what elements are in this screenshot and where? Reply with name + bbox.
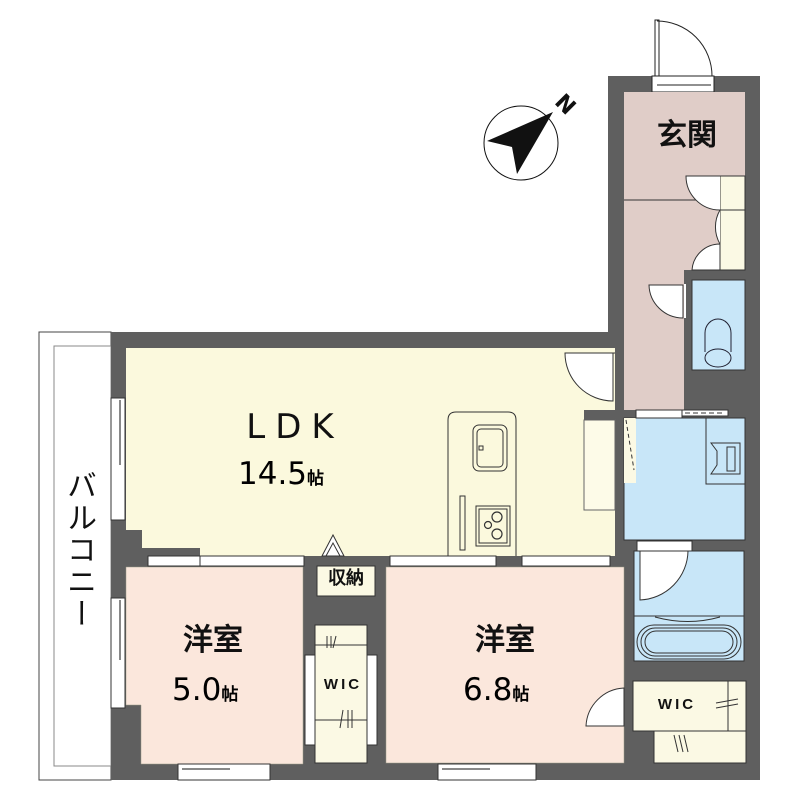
sink-icon	[472, 424, 508, 472]
ldk-size: 14.5	[238, 456, 308, 492]
western-2-unit: 帖	[512, 685, 530, 705]
bathroom	[633, 540, 745, 662]
room-label-balcony: バルコニー	[61, 470, 96, 630]
toilet-room	[648, 279, 746, 371]
western-1-size: 5.0	[172, 672, 222, 708]
room-label-wic-center: WIC	[323, 676, 363, 693]
wic-center	[304, 624, 378, 764]
washroom	[623, 409, 746, 541]
toilet-icon	[704, 318, 732, 352]
washbasin-icon	[705, 417, 746, 485]
western-room-1	[125, 555, 305, 765]
storage-closet	[316, 533, 376, 597]
balcony	[38, 331, 112, 781]
kitchen-counter	[447, 411, 517, 556]
western-room-2	[385, 555, 625, 764]
windows-left	[110, 397, 126, 709]
wic-right	[632, 680, 747, 764]
entrance-door	[654, 19, 713, 77]
windows-bottom	[177, 763, 537, 781]
room-size-western-2: 6.8帖	[463, 672, 529, 708]
stove-icon	[475, 505, 511, 547]
ldk-room	[126, 348, 616, 556]
svg-text:N: N	[549, 90, 580, 121]
room-label-western-1: 洋室	[183, 623, 243, 658]
ldk-unit: 帖	[307, 469, 325, 489]
room-label-wic-right: WIC	[657, 696, 697, 713]
room-size-ldk: 14.5帖	[238, 456, 324, 492]
bathtub-icon	[636, 624, 742, 660]
shoe-cabinet	[685, 175, 746, 271]
room-size-western-1: 5.0帖	[172, 672, 238, 708]
room-label-storage: 収納	[328, 568, 364, 589]
room-label-western-2: 洋室	[475, 623, 535, 658]
ldk-name: LDK	[246, 407, 344, 447]
room-label-entrance: 玄関	[657, 118, 717, 153]
western-1-unit: 帖	[221, 685, 239, 705]
north-arrow-icon: N	[483, 90, 580, 181]
room-label-ldk: LDK	[230, 410, 360, 444]
western-2-size: 6.8	[463, 672, 513, 708]
